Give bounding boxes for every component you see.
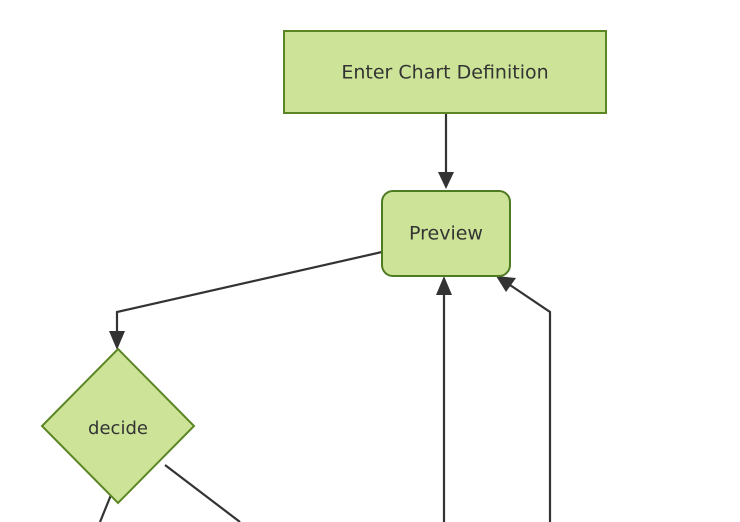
edge-decide-out-right [164, 464, 241, 522]
node-diamond[interactable] [40, 347, 196, 505]
node-label-enter-chart-definition: Enter Chart Definition [341, 62, 548, 84]
node-enter-chart-definition[interactable]: Enter Chart Definition [283, 30, 607, 114]
arrowhead-icon [496, 276, 516, 292]
edge-line [509, 284, 552, 522]
arrowhead-icon [109, 331, 125, 350]
edge-line [98, 494, 113, 522]
node-rect[interactable] [283, 30, 607, 114]
edge-line [115, 250, 383, 333]
arrowhead-icon [436, 276, 452, 295]
node-decide[interactable]: decide [40, 347, 196, 505]
node-label-preview: Preview [409, 223, 483, 245]
node-preview[interactable]: Preview [381, 190, 511, 277]
edge-decide-out-left [98, 494, 113, 522]
node-rect[interactable] [381, 190, 511, 277]
edge-enter-to-preview [438, 113, 454, 189]
node-label-decide: decide [88, 418, 148, 439]
edge-return-right-to-preview [496, 276, 552, 522]
edge-preview-to-decide [109, 250, 383, 350]
edge-return-center-to-preview [436, 276, 452, 522]
edge-line [164, 464, 241, 522]
arrowhead-icon [438, 172, 454, 189]
